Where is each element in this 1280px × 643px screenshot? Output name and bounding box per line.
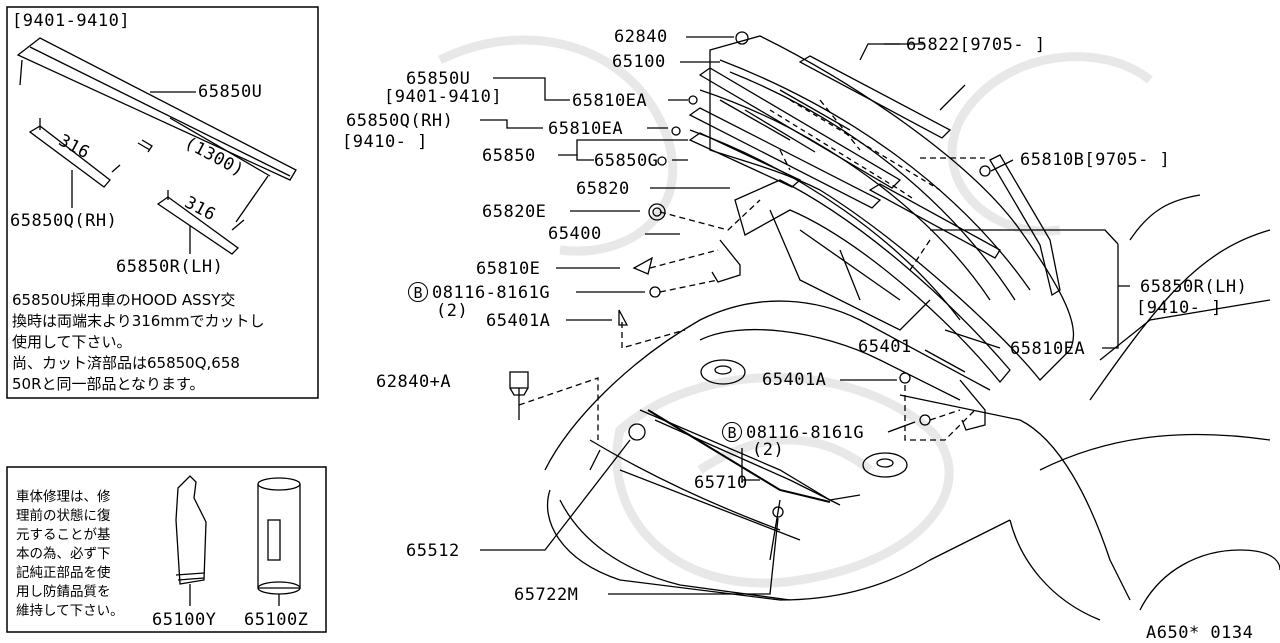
part-65401a-1[interactable]: 65401A [486,311,551,331]
part-65100y[interactable]: 65100Y [152,610,217,630]
strut-tower-right [862,452,908,478]
repair-note-1: 車体修理は、修 [16,489,111,505]
note-line-4: 尚、カット済部品は65850Q,658 [12,354,240,372]
note-line-3: 使用して下さい。 [12,333,132,351]
repair-note-6: 用し防錆品質を [16,584,111,600]
part-65810b[interactable]: 65810B[9705- ] [1020,150,1171,170]
part-62840-a[interactable]: 62840+A [376,372,452,392]
hinge-right [959,379,986,431]
moulding-r [156,196,239,255]
part-65400[interactable]: 65400 [548,224,602,244]
part-65100z[interactable]: 65100Z [244,610,309,630]
bumper-62840A [509,371,529,389]
part-65401a-2[interactable]: 65401A [762,370,827,390]
part-62840[interactable]: 62840 [614,27,668,47]
hood-panel [709,35,1075,381]
part-65850q-rh[interactable]: 65850Q(RH) [10,211,118,231]
range-65850q: [9410- ] [342,132,428,152]
moulding-q [28,125,111,188]
inset-top-frame [6,6,319,399]
hinge-left [711,239,741,283]
qty-1: (2) [436,301,469,321]
strip-65822 [798,55,952,139]
part-65850r-lh[interactable]: 65850R(LH) [116,257,224,277]
repair-note-2: 理前の状態に復 [16,508,111,524]
watermark-emblem [437,35,1153,588]
part-65810ea-1[interactable]: 65810EA [572,91,648,111]
part-65850u-main[interactable]: 65850U [406,69,471,89]
repair-note-4: 本の為、必ず下 [16,546,111,562]
figure-id: A650* 0134 [1146,623,1254,643]
tube-sealer [175,475,207,585]
range-65850r: [9410- ] [1136,298,1222,318]
direction-arrow [137,139,153,153]
part-65850q-main[interactable]: 65850Q(RH) [346,111,454,131]
part-65850u[interactable]: 65850U [198,82,263,102]
repair-note-5: 記純正部品を使 [16,565,111,581]
hood-frame [734,179,1011,384]
part-65810e[interactable]: 65810E [476,259,541,279]
range-9401-9410: [9401-9410] [12,11,131,31]
repair-note-7: 維持して下さい。 [16,603,124,619]
range-65850u: [9401-9410] [384,87,503,107]
part-65401[interactable]: 65401 [858,337,912,357]
fender [899,394,1131,601]
moulding-long [16,37,297,181]
part-65512[interactable]: 65512 [406,541,460,561]
part-08116-8161g-1[interactable]: 08116-8161G [432,283,551,303]
note-line-5: 50Rと同一部品となります。 [12,375,205,393]
note-line-1: 65850U採用車のHOOD ASSY交 [12,291,236,309]
part-65822[interactable]: 65822[9705- ] [906,35,1046,55]
part-65810ea-3[interactable]: 65810EA [1010,339,1086,359]
part-65850[interactable]: 65850 [482,146,536,166]
repair-note-3: 元することが基 [16,527,111,543]
spray-can [257,477,301,491]
part-65820e[interactable]: 65820E [482,202,547,222]
part-65810ea-2[interactable]: 65810EA [548,119,624,139]
bolt-marker-b-1: B [408,282,428,302]
part-65710[interactable]: 65710 [694,473,748,493]
part-65100[interactable]: 65100 [612,52,666,72]
part-08116-8161g-2[interactable]: 08116-8161G [746,423,865,443]
qty-2: (2) [752,440,785,460]
engine-bay-outline [544,300,991,471]
inset-bottom-frame [6,466,327,633]
part-65722m[interactable]: 65722M [514,585,579,605]
part-65850r-main[interactable]: 65850R(LH) [1140,277,1248,297]
note-line-2: 換時は両端末より316mmでカットし [12,312,265,330]
part-65850g[interactable]: 65850G [594,151,659,171]
strut-tower-left [700,359,746,385]
part-65820[interactable]: 65820 [576,179,630,199]
hood-stay [647,409,831,503]
fastener-62840 [735,31,749,45]
bolt-marker-b-2: B [722,422,742,442]
